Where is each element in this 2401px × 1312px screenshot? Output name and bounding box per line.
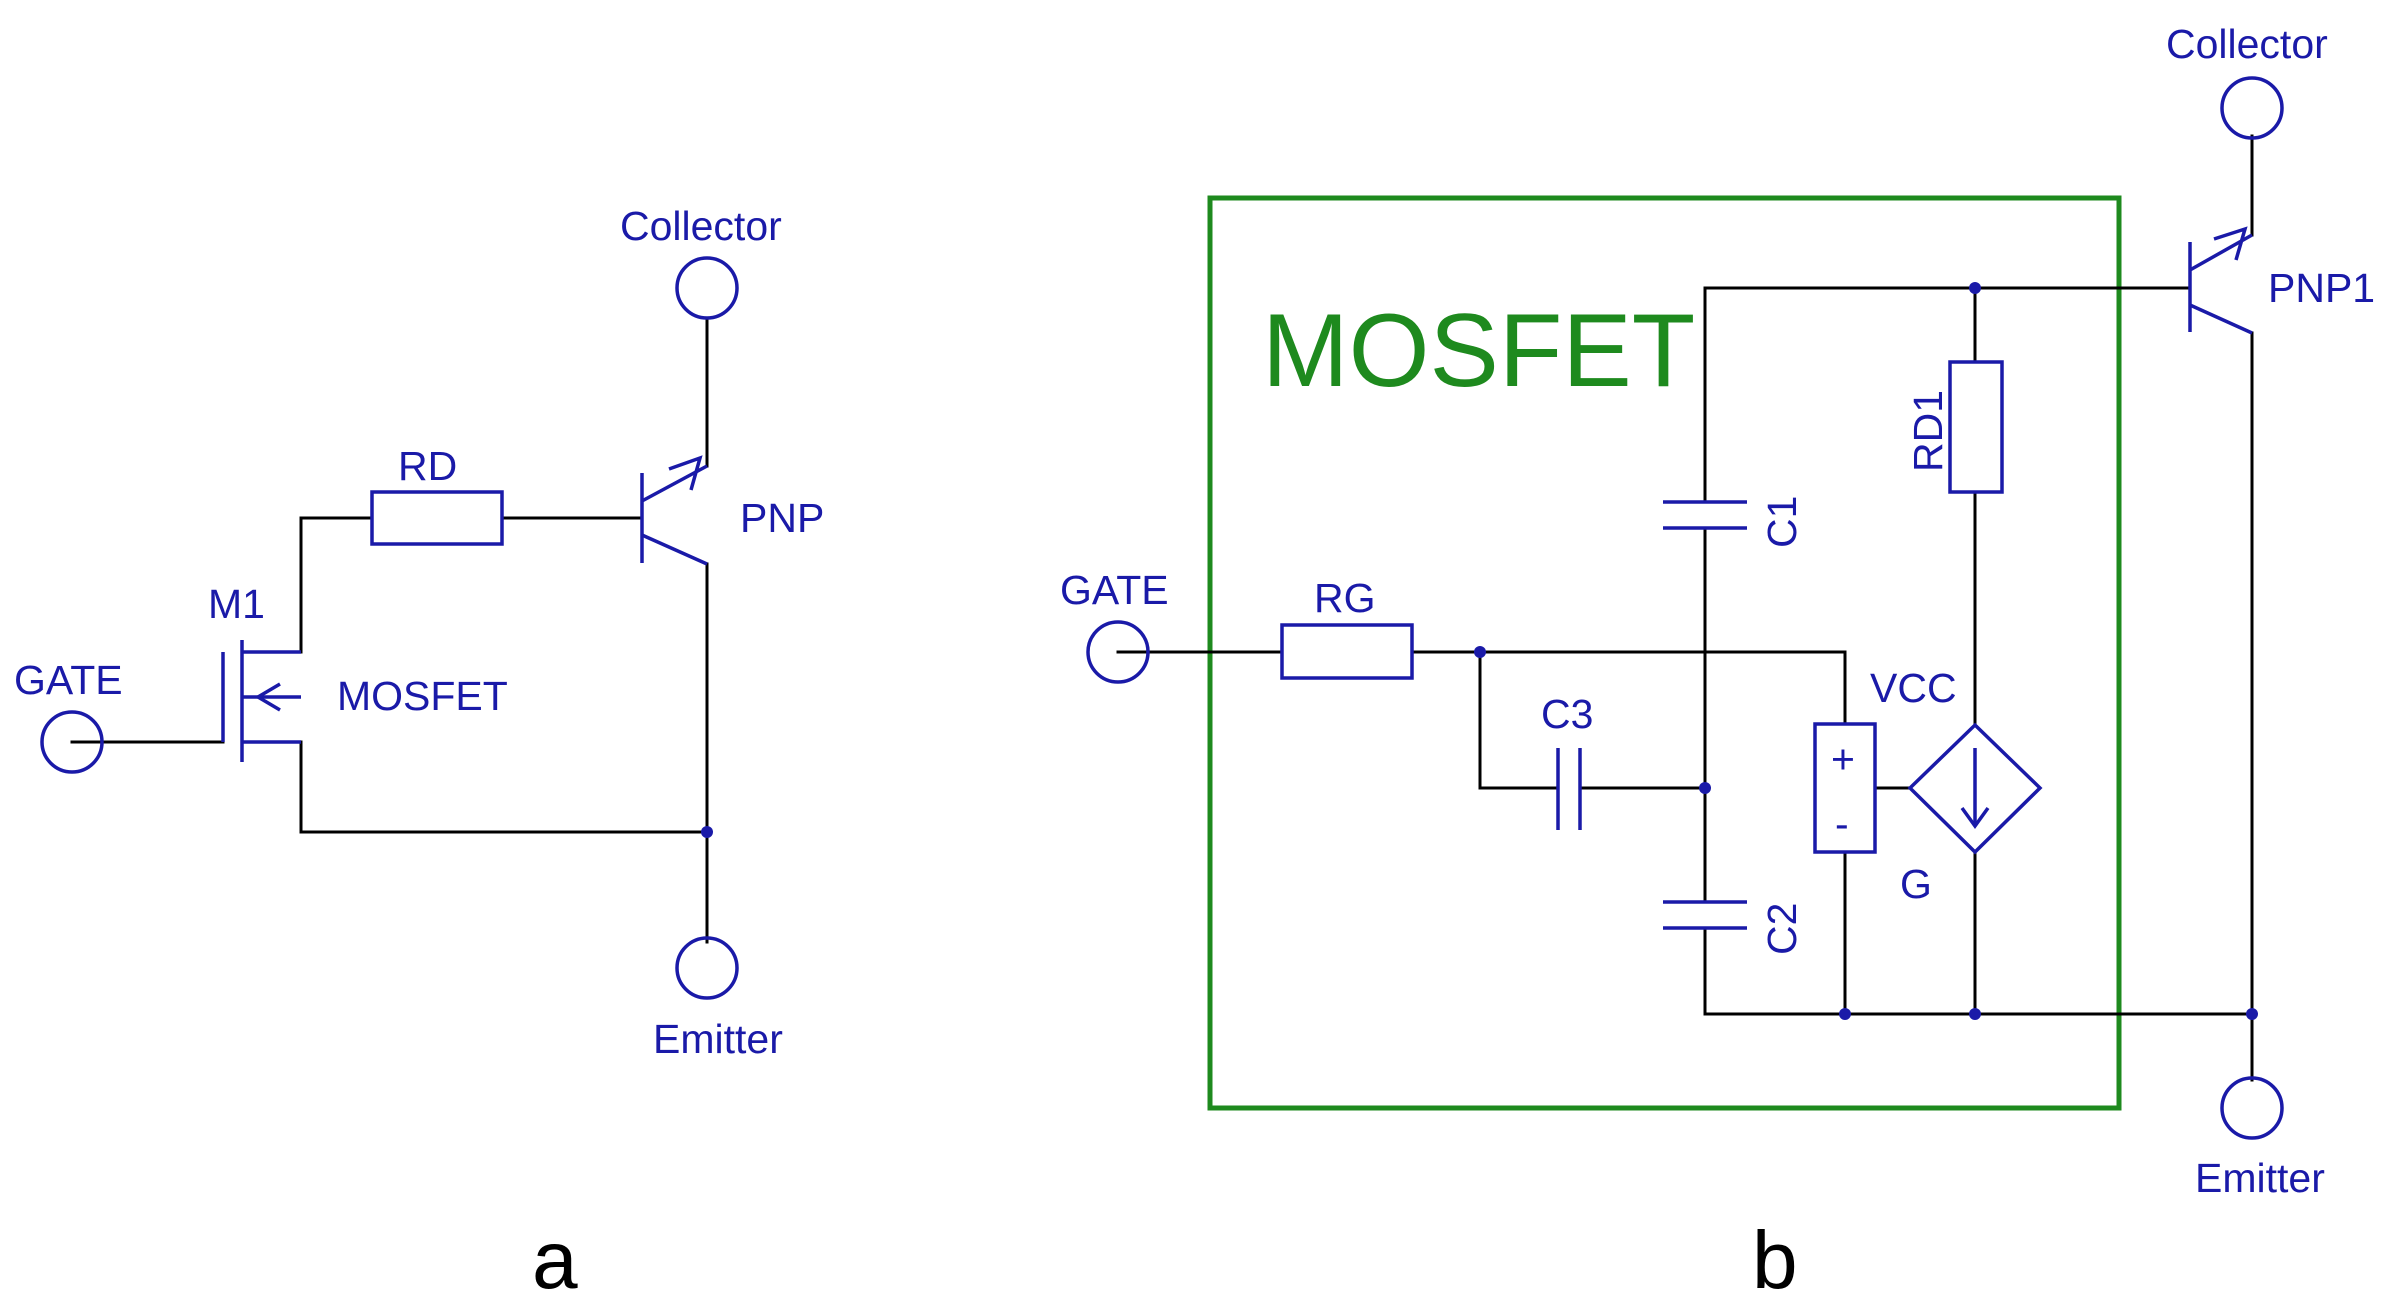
collector-label: Collector (620, 203, 782, 249)
mosfet-box-title: MOSFET (1262, 293, 1695, 409)
gate-label: GATE (14, 657, 123, 703)
node-bottom-emitter (2246, 1008, 2258, 1020)
capacitor-c3-symbol (1556, 748, 1582, 830)
mosfet-m1-symbol (221, 640, 301, 762)
panel-b-circuit: MOSFET (1060, 21, 2375, 1306)
capacitor-c2-symbol (1663, 900, 1747, 930)
emitter-terminal-a[interactable] (675, 936, 739, 1000)
node-top-rail (1969, 282, 1981, 294)
resistor-rd-symbol (370, 490, 504, 546)
vcc-plus-sign: + (1831, 736, 1855, 782)
current-source-g-label: G (1900, 861, 1932, 907)
emitter-label: Emitter (2195, 1155, 2325, 1201)
emitter-label: Emitter (653, 1016, 783, 1062)
collector-label: Collector (2166, 21, 2328, 67)
pnp1-transistor-symbol (2188, 226, 2253, 335)
vcc-label: VCC (1870, 665, 1957, 711)
resistor-rd1-label: RD1 (1905, 390, 1951, 472)
gate-terminal-a[interactable] (40, 710, 104, 774)
node-bottom-vcc (1839, 1008, 1851, 1020)
mosfet-type-label: MOSFET (337, 673, 508, 719)
resistor-rg-symbol (1280, 623, 1414, 680)
emitter-terminal-b[interactable] (2220, 1076, 2284, 1140)
resistor-rd1-symbol (1948, 360, 2004, 494)
node-gate-internal (1474, 646, 1486, 658)
capacitor-c3-label: C3 (1541, 691, 1593, 737)
gate-label: GATE (1060, 567, 1169, 613)
capacitor-c1-symbol (1663, 500, 1747, 530)
pnp1-label: PNP1 (2268, 265, 2375, 311)
junction-node (701, 826, 713, 838)
capacitor-c2-label: C2 (1759, 903, 1805, 955)
panel-a-circuit: GATE Collector Emitter RD PNP M1 MOSFET … (14, 203, 824, 1306)
gate-terminal-b[interactable] (1086, 620, 1150, 684)
pnp-transistor-symbol (640, 455, 708, 566)
collector-terminal-b[interactable] (2220, 76, 2284, 140)
collector-terminal-a[interactable] (675, 256, 739, 320)
voltage-source-vcc-symbol: + - (1813, 722, 1877, 854)
node-bottom-g (1969, 1008, 1981, 1020)
panel-a-label: a (532, 1215, 578, 1306)
current-source-g-symbol (1907, 722, 2043, 855)
resistor-rg-label: RG (1314, 575, 1376, 621)
capacitor-c1-label: C1 (1759, 496, 1805, 548)
pnp-label: PNP (740, 495, 824, 541)
node-c3-mid (1699, 782, 1711, 794)
panel-b-label: b (1752, 1215, 1798, 1306)
mosfet-ref-label: M1 (208, 581, 265, 627)
resistor-rd-label: RD (398, 443, 457, 489)
vcc-minus-sign: - (1835, 801, 1849, 847)
